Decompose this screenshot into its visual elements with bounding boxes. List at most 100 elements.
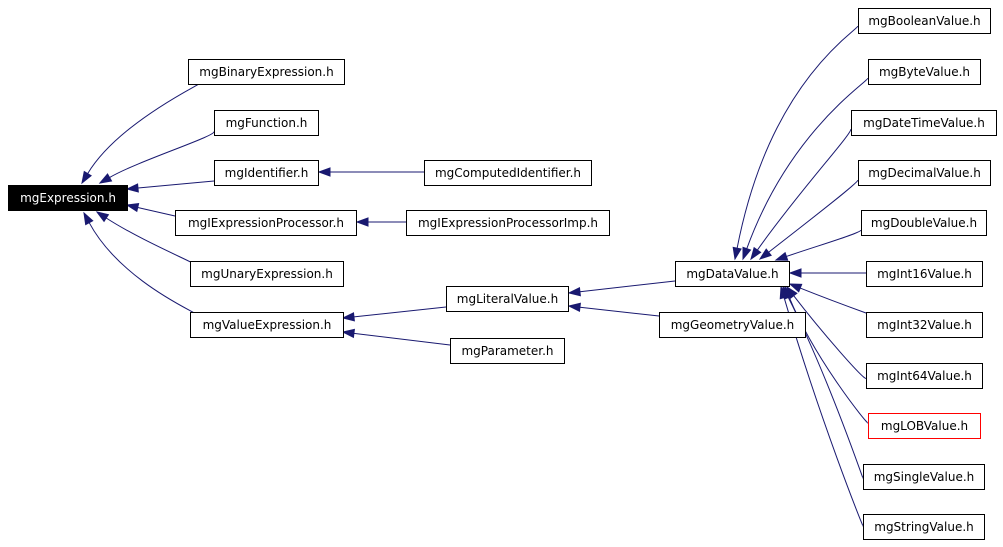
node-label: mgIdentifier.h — [225, 166, 309, 180]
node-mg-lobvalue[interactable]: mgLOBValue.h — [868, 413, 981, 439]
node-mg-literal-value[interactable]: mgLiteralValue.h — [446, 286, 569, 312]
node-mg-string-value[interactable]: mgStringValue.h — [863, 514, 985, 540]
node-mg-single-value[interactable]: mgSingleValue.h — [863, 464, 985, 490]
node-box — [175, 210, 357, 236]
edge-mg-identifier-to-mg-expression — [125, 180, 215, 193]
node-box — [8, 185, 128, 211]
node-label: mgComputedIdentifier.h — [435, 166, 581, 180]
node-box — [214, 160, 319, 186]
node-mg-geometry-value[interactable]: mgGeometryValue.h — [659, 312, 806, 338]
edge-line — [579, 280, 676, 293]
node-label: mgSingleValue.h — [874, 470, 975, 484]
edge-mg-binary-expression-to-mg-expression — [81, 83, 200, 185]
node-label: mgBinaryExpression.h — [199, 65, 333, 79]
node-mg-iexpression-processor[interactable]: mgIExpressionProcessor.h — [175, 210, 357, 236]
edge-line — [783, 297, 864, 527]
node-box — [866, 261, 983, 287]
edge-mg-iexpression-processor-imp-to-mg-iexpression-processor — [355, 217, 406, 227]
arrowhead — [732, 246, 742, 261]
node-mg-data-value[interactable]: mgDataValue.h — [675, 261, 790, 287]
node-box — [214, 110, 319, 136]
edge-line — [768, 179, 859, 253]
edge-line — [353, 306, 447, 318]
node-label: mgFunction.h — [226, 116, 308, 130]
node-mg-double-value[interactable]: mgDoubleValue.h — [861, 210, 987, 236]
edge-mg-lobvalue-to-mg-data-value — [784, 285, 869, 424]
node-mg-expression[interactable]: mgExpression.h — [8, 185, 128, 211]
edge-line — [137, 206, 176, 217]
node-box — [858, 160, 991, 186]
edge-mg-function-to-mg-expression — [98, 130, 215, 184]
edge-line — [579, 306, 660, 317]
node-mg-computed-identifier[interactable]: mgComputedIdentifier.h — [424, 160, 592, 186]
arrowhead — [758, 248, 772, 260]
node-mg-parameter[interactable]: mgParameter.h — [450, 338, 565, 364]
arrowhead — [750, 246, 762, 261]
node-label: mgInt64Value.h — [877, 369, 972, 383]
arrowhead — [567, 302, 581, 312]
edge-mg-int32-value-to-mg-data-value — [788, 283, 867, 314]
edge-line — [87, 83, 200, 174]
node-box — [851, 110, 997, 136]
node-label: mgDataValue.h — [686, 267, 778, 281]
arrowhead — [788, 268, 802, 278]
edge-mg-iexpression-processor-to-mg-expression — [125, 202, 176, 217]
node-mg-decimal-value[interactable]: mgDecimalValue.h — [858, 160, 991, 186]
edge-line — [353, 332, 451, 346]
node-label: mgByteValue.h — [879, 65, 970, 79]
node-label: mgDateTimeValue.h — [863, 116, 985, 130]
node-mg-date-time-value[interactable]: mgDateTimeValue.h — [851, 110, 997, 136]
arrowhead — [81, 170, 92, 185]
node-label: mgExpression.h — [20, 191, 116, 205]
edge-line — [88, 222, 197, 315]
edge-mg-byte-value-to-mg-data-value — [742, 77, 869, 261]
node-mg-int64-value[interactable]: mgInt64Value.h — [866, 363, 983, 389]
node-mg-int16-value[interactable]: mgInt16Value.h — [866, 261, 983, 287]
node-mg-int32-value[interactable]: mgInt32Value.h — [866, 312, 983, 338]
node-label: mgDecimalValue.h — [868, 166, 981, 180]
node-label: mgIExpressionProcessorImp.h — [418, 216, 598, 230]
node-box — [188, 59, 345, 85]
node-box — [450, 338, 565, 364]
edge-mg-parameter-to-mg-value-expression — [341, 328, 451, 346]
edge-mg-computed-identifier-to-mg-identifier — [317, 167, 424, 177]
edge-line — [786, 229, 862, 257]
node-box — [446, 286, 569, 312]
node-mg-unary-expression[interactable]: mgUnaryExpression.h — [190, 261, 344, 287]
node-layer: mgExpression.h mgBinaryExpression.h mgFunc… — [8, 8, 997, 540]
edge-mg-literal-value-to-mg-value-expression — [341, 306, 447, 322]
node-label: mgBooleanValue.h — [868, 14, 980, 28]
node-mg-boolean-value[interactable]: mgBooleanValue.h — [858, 8, 991, 34]
arrowhead — [317, 167, 331, 177]
node-label: mgStringValue.h — [874, 520, 974, 534]
edge-mg-string-value-to-mg-data-value — [779, 285, 864, 527]
node-mg-byte-value[interactable]: mgByteValue.h — [868, 59, 981, 85]
node-mg-iexpression-processor-imp[interactable]: mgIExpressionProcessorImp.h — [406, 210, 610, 236]
arrowhead — [125, 183, 139, 193]
node-label: mgGeometryValue.h — [671, 318, 795, 332]
arrowhead — [788, 283, 803, 293]
edge-mg-boolean-value-to-mg-data-value — [732, 25, 859, 261]
node-mg-binary-expression[interactable]: mgBinaryExpression.h — [188, 59, 345, 85]
edge-mg-data-value-to-mg-literal-value — [567, 280, 676, 297]
node-box — [406, 210, 610, 236]
edge-line — [793, 295, 867, 379]
node-box — [868, 59, 981, 85]
arrowhead — [341, 312, 355, 322]
node-mg-value-expression[interactable]: mgValueExpression.h — [190, 312, 344, 338]
node-mg-identifier[interactable]: mgIdentifier.h — [214, 160, 319, 186]
edge-line — [137, 180, 215, 189]
edge-line — [736, 25, 859, 249]
node-label: mgLiteralValue.h — [457, 292, 558, 306]
arrowhead — [742, 246, 752, 261]
node-label: mgParameter.h — [461, 344, 553, 358]
edge-line — [800, 287, 867, 314]
edge-layer — [81, 25, 869, 527]
node-label: mgLOBValue.h — [881, 419, 968, 433]
arrowhead — [125, 202, 140, 213]
node-box — [190, 261, 344, 287]
edge-mg-date-time-value-to-mg-data-value — [750, 128, 852, 261]
arrowhead — [98, 173, 113, 184]
arrowhead — [774, 251, 789, 261]
node-mg-function[interactable]: mgFunction.h — [214, 110, 319, 136]
